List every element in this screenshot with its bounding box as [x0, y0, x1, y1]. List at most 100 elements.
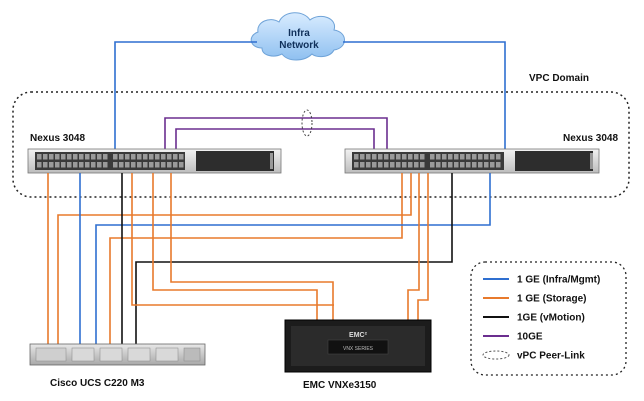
switch-port [103, 162, 108, 168]
switch-port [360, 154, 365, 160]
switch-port [360, 162, 365, 168]
switch-port [131, 162, 136, 168]
server-mgmt-link-2 [95, 173, 491, 345]
peer-link-10ge-inner [175, 128, 375, 150]
switch-port [496, 162, 501, 168]
switch-port [113, 162, 118, 168]
switch-port [460, 154, 465, 160]
uplink-mgmt-right [343, 41, 506, 152]
switch-port [97, 154, 102, 160]
server-storage-link-2 [57, 173, 412, 345]
storage-label: EMC VNXe3150 [303, 380, 377, 391]
legend: 1 GE (Infra/Mgmt) 1 GE (Storage) 1GE (vMot… [482, 275, 600, 362]
switch-port [472, 162, 477, 168]
switch-port [55, 162, 60, 168]
switch-ports-left [37, 154, 184, 168]
switch-port [143, 154, 148, 160]
switch-port [119, 162, 124, 168]
switch-port [372, 162, 377, 168]
switch-port [414, 162, 419, 168]
legend-label: 10GE [517, 332, 543, 343]
nexus-3048-right [344, 148, 600, 174]
legend-box [470, 261, 627, 376]
switch-port [113, 154, 118, 160]
switch-port [454, 162, 459, 168]
switch-port [37, 154, 42, 160]
switch-port [67, 154, 72, 160]
switch-port [396, 162, 401, 168]
vpc-domain-boundary [12, 91, 630, 198]
switch-port [466, 162, 471, 168]
switch-port [161, 154, 166, 160]
emc-storage-array [284, 319, 432, 373]
switch-port [85, 162, 90, 168]
switch-port [378, 154, 383, 160]
switch-port [61, 162, 66, 168]
switch-port [155, 154, 160, 160]
switch-port [448, 154, 453, 160]
switch-port [490, 154, 495, 160]
uplink-mgmt-left [114, 41, 257, 152]
legend-label: 1 GE (Storage) [517, 294, 586, 305]
switch-port [137, 162, 142, 168]
legend-label: vPC Peer-Link [517, 351, 585, 362]
switch-port [366, 154, 371, 160]
switch-port [119, 154, 124, 160]
cloud-label-line1: Infra [288, 28, 310, 39]
switch-port [466, 154, 471, 160]
switch-port [354, 162, 359, 168]
storage-link-3 [407, 173, 420, 333]
switch-port [490, 162, 495, 168]
switch-port [79, 154, 84, 160]
switch-port [472, 154, 477, 160]
legend-label: 1 GE (Infra/Mgmt) [517, 275, 600, 286]
switch-port [384, 162, 389, 168]
legend-label: 1GE (vMotion) [517, 313, 585, 324]
switch-port [179, 154, 184, 160]
server-vmotion-link-2 [135, 173, 453, 345]
switch-port [484, 154, 489, 160]
peer-link-10ge-outer [164, 117, 388, 150]
switch-label-left: Nexus 3048 [30, 133, 85, 144]
switch-port [436, 154, 441, 160]
switch-port [366, 162, 371, 168]
switch-port [167, 154, 172, 160]
vpc-domain-label: VPC Domain [529, 73, 589, 84]
switch-port [149, 154, 154, 160]
switch-port [49, 154, 54, 160]
switch-port [155, 162, 160, 168]
switch-port [67, 162, 72, 168]
switch-port [43, 154, 48, 160]
switch-port [372, 154, 377, 160]
switch-port [402, 154, 407, 160]
switch-port [37, 162, 42, 168]
switch-label-right: Nexus 3048 [563, 133, 618, 144]
switch-port [484, 162, 489, 168]
switch-port [454, 154, 459, 160]
switch-port [496, 154, 501, 160]
switch-port [478, 162, 483, 168]
switch-port [149, 162, 154, 168]
switch-port [91, 154, 96, 160]
switch-port [378, 162, 383, 168]
switch-port [396, 154, 401, 160]
switch-port [91, 162, 96, 168]
switch-port [97, 162, 102, 168]
switch-port [408, 162, 413, 168]
switch-port [179, 162, 184, 168]
switch-port [402, 162, 407, 168]
switch-port [131, 154, 136, 160]
switch-port [167, 162, 172, 168]
switch-port [390, 162, 395, 168]
legend-swatch [482, 350, 510, 360]
switch-port [420, 154, 425, 160]
switch-port [137, 154, 142, 160]
switch-port [430, 154, 435, 160]
switch-port [442, 162, 447, 168]
nexus-3048-left [27, 148, 282, 174]
switch-port [448, 162, 453, 168]
switch-port [143, 162, 148, 168]
switch-port [73, 154, 78, 160]
switch-port [173, 162, 178, 168]
infra-network-cloud-icon [250, 12, 345, 61]
